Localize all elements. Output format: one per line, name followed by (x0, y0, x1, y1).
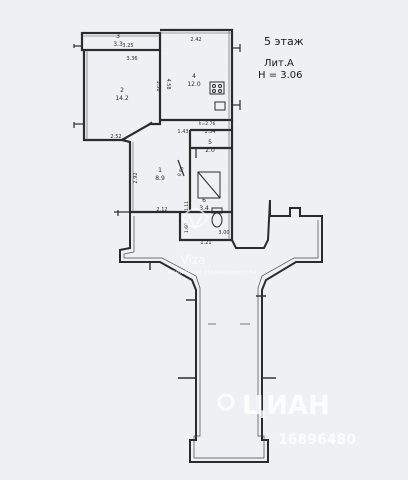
room-1-number: 1 (158, 167, 162, 174)
viza-logo-icon (181, 208, 209, 228)
dim-2-92: 2.92 (133, 172, 139, 183)
wall-hatching (82, 30, 232, 240)
room-1-area: 8.9 (155, 175, 165, 182)
room-2-outline (82, 50, 162, 142)
room-4-outline (160, 28, 234, 122)
windows (73, 44, 241, 216)
dim-4-58: 4.58 (165, 78, 171, 89)
cian-logo-icon (217, 393, 235, 411)
room-6-number: 6 (202, 197, 206, 204)
corridor-ticks (149, 262, 276, 379)
corridor-inner (123, 216, 319, 459)
dim-height: h=2.76 (199, 121, 216, 127)
plan-header: 5 этаж Лит.А H = 3.06 (258, 35, 304, 81)
dim-small-2: 1.11 (184, 201, 190, 211)
viza-watermark: Viza Агентство Недвижимости (167, 208, 257, 276)
floor-label: 5 этаж (264, 35, 304, 48)
room-2-number: 2 (120, 87, 124, 94)
room-6-area: 3.4 (199, 205, 209, 212)
room-3-outline (80, 31, 162, 52)
stove-icon (209, 81, 225, 95)
viza-text: Viza (181, 253, 206, 267)
bathtub-icon (197, 171, 221, 199)
height-label: H = 3.06 (258, 70, 303, 81)
room-2-area: 14.2 (115, 95, 129, 102)
room-5-area: 2.0 (205, 147, 215, 154)
room-3-area: 3.3 (113, 41, 123, 48)
dim-small-3: 1.60 (184, 223, 190, 233)
dim-3-36: 3.36 (126, 56, 137, 62)
room-3-number: 3 (116, 33, 120, 40)
dim-2-42: 2.42 (190, 37, 201, 43)
corridor-outline (119, 199, 323, 463)
room-4-area: 12.0 (187, 81, 201, 88)
dim-1-21: 1.21 (200, 240, 211, 246)
common-area (119, 199, 323, 463)
bath-fixtures (197, 171, 223, 228)
dim-small-1: 0.85 (177, 166, 186, 178)
dim-2-52: 2.52 (110, 134, 121, 140)
room-5-number: 5 (208, 139, 212, 146)
dim-3-25: 3.25 (122, 43, 133, 49)
dim-1-34: 1.34 (204, 129, 215, 135)
dim-2-12: 2.12 (156, 207, 167, 213)
dim-3-00: 3.00 (218, 230, 229, 236)
kitchen-fixtures (209, 81, 226, 111)
letter-label: Лит.А (264, 58, 294, 69)
dimension-labels: 3.25 3.36 2.42 3.50 4.58 2.52 1.43 1.34 … (110, 37, 229, 246)
dim-3-50: 3.50 (155, 80, 161, 91)
cian-id: 16896480 (278, 432, 356, 448)
doors (139, 121, 197, 177)
agency-text: Агентство Недвижимости (167, 268, 256, 276)
sink-icon (214, 101, 226, 111)
room-4-number: 4 (192, 73, 196, 80)
cian-watermark: ЦИАН 16896480 (217, 391, 356, 448)
room-labels: 3 3.3 2 14.2 4 12.0 1 8.9 5 2.0 6 3.4 (113, 33, 215, 212)
dim-1-43: 1.43 (177, 129, 188, 135)
cian-text: ЦИАН (242, 391, 330, 421)
